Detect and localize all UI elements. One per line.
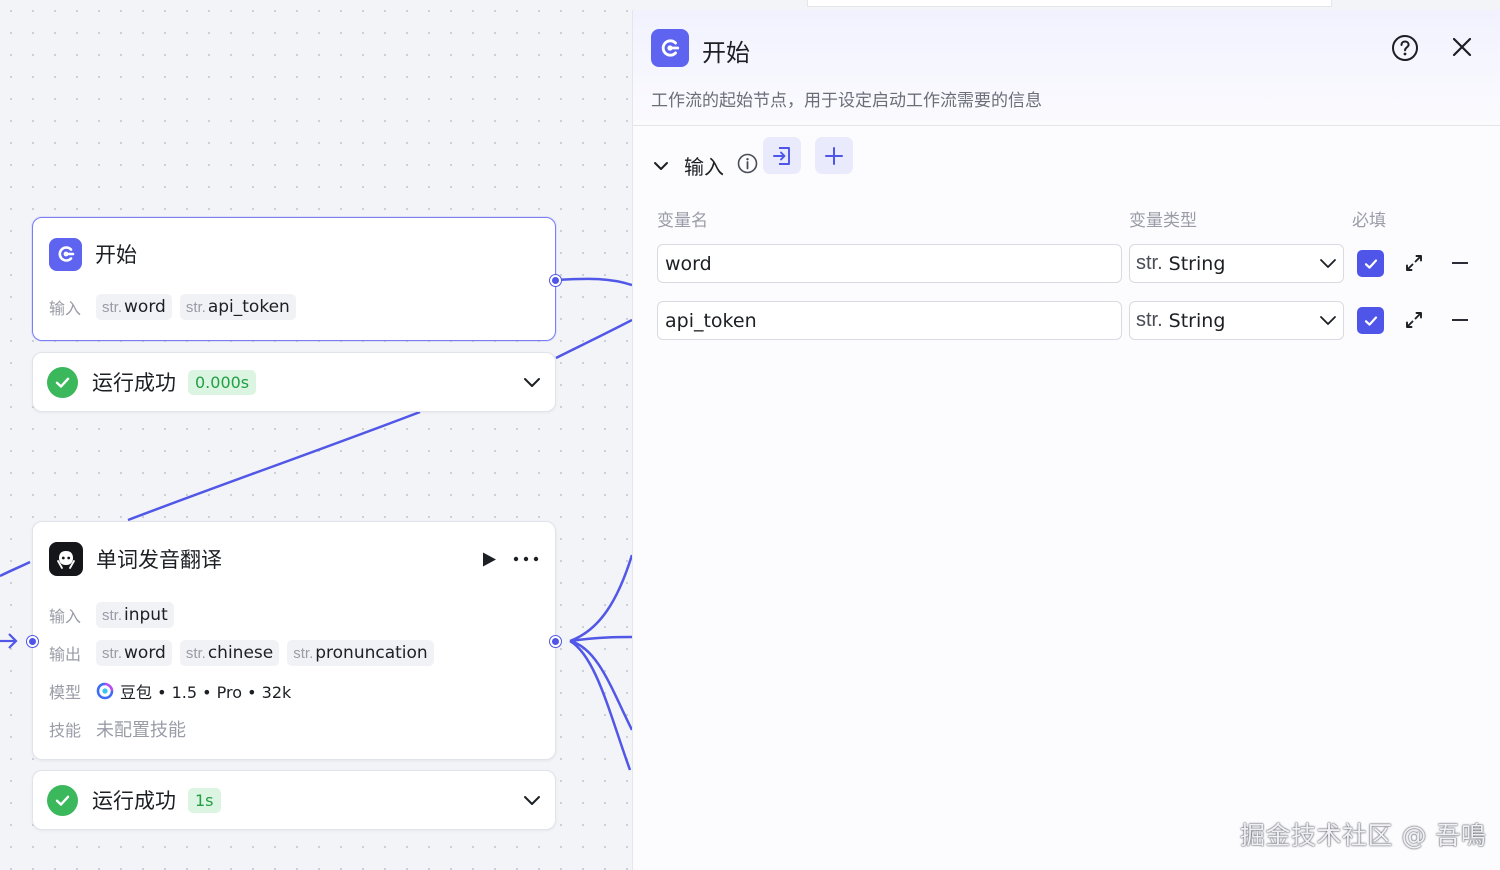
llm-node-inputs: 输入 str.input bbox=[33, 596, 555, 634]
llm-node[interactable]: 单词发音翻译 输入 str.input 输出 str.word str.chin… bbox=[27, 521, 561, 760]
input-label: 输入 bbox=[49, 299, 82, 318]
play-icon[interactable] bbox=[481, 551, 497, 568]
workflow-canvas[interactable]: 开始 输入 str.word str.api_token 运行成功 0.000s… bbox=[0, 0, 632, 870]
start-icon bbox=[651, 29, 689, 67]
chevron-down-icon[interactable] bbox=[523, 795, 541, 806]
node-actions bbox=[481, 551, 539, 568]
skill-label: 技能 bbox=[49, 721, 82, 740]
start-node[interactable]: 开始 输入 str.word str.api_token bbox=[32, 217, 561, 341]
param-chip: str.pronuncation bbox=[287, 640, 434, 666]
remove-icon[interactable] bbox=[1452, 319, 1468, 321]
chevron-down-icon bbox=[1319, 258, 1337, 269]
start-node-title: 开始 bbox=[95, 243, 137, 267]
doubao-logo-icon bbox=[96, 682, 114, 700]
model-label: 模型 bbox=[49, 683, 82, 702]
close-icon[interactable] bbox=[1451, 36, 1473, 62]
start-node-header: 开始 bbox=[33, 218, 555, 290]
success-check-icon bbox=[47, 784, 78, 816]
expand-icon[interactable] bbox=[1404, 253, 1424, 277]
column-variable-type: 变量类型 bbox=[1129, 211, 1197, 231]
panel-header: 开始 工作流的起始节点，用于设定启动工作流需要的信息 bbox=[633, 10, 1500, 126]
param-chip: str.chinese bbox=[179, 640, 280, 666]
bot-icon bbox=[49, 542, 83, 576]
edge-llm-out-2 bbox=[569, 635, 632, 643]
edge-layer bbox=[0, 277, 632, 771]
variable-row: str. String bbox=[633, 301, 1500, 358]
input-label: 输入 bbox=[49, 607, 82, 626]
variable-name-input[interactable] bbox=[657, 244, 1122, 283]
model-name: 豆包 • 1.5 • Pro • 32k bbox=[120, 683, 292, 702]
variable-row: str. String bbox=[633, 244, 1500, 301]
llm-output-port[interactable] bbox=[550, 636, 561, 647]
edge-upper-right bbox=[555, 318, 632, 360]
type-value: String bbox=[1168, 252, 1226, 275]
llm-run-status[interactable]: 运行成功 1s bbox=[32, 770, 556, 830]
remove-icon[interactable] bbox=[1452, 262, 1468, 264]
duration-badge: 0.000s bbox=[188, 369, 257, 395]
required-checkbox[interactable] bbox=[1357, 307, 1384, 334]
llm-node-header: 单词发音翻译 bbox=[33, 522, 555, 596]
success-check-icon bbox=[47, 366, 78, 398]
chevron-down-icon bbox=[1319, 315, 1337, 326]
duration-badge: 1s bbox=[188, 787, 221, 813]
variable-type-select[interactable]: str. String bbox=[1129, 301, 1344, 340]
start-output-port[interactable] bbox=[550, 275, 561, 286]
import-button[interactable] bbox=[763, 137, 801, 174]
column-required: 必填 bbox=[1352, 211, 1386, 231]
info-icon[interactable] bbox=[737, 153, 758, 178]
llm-node-title: 单词发音翻译 bbox=[96, 548, 222, 572]
param-chip: str.api_token bbox=[179, 294, 296, 320]
background-fragment bbox=[807, 0, 1332, 7]
panel-title: 开始 bbox=[702, 39, 750, 67]
required-checkbox[interactable] bbox=[1357, 250, 1384, 277]
help-icon[interactable] bbox=[1391, 34, 1419, 66]
add-variable-button[interactable] bbox=[815, 137, 853, 174]
more-icon[interactable] bbox=[513, 556, 539, 562]
edge-llm-out-4 bbox=[569, 639, 632, 771]
variable-type-select[interactable]: str. String bbox=[1129, 244, 1344, 283]
edge-llm-out-1 bbox=[569, 554, 632, 643]
edge-into-llm-left bbox=[0, 560, 31, 578]
llm-node-outputs: 输出 str.word str.chinese str.pronuncation bbox=[33, 634, 555, 672]
start-run-status[interactable]: 运行成功 0.000s bbox=[32, 352, 556, 412]
status-text: 运行成功 bbox=[92, 789, 176, 813]
input-section-header: 输入 bbox=[633, 126, 1500, 206]
expand-icon[interactable] bbox=[1404, 310, 1424, 334]
edge-start-to-llm bbox=[127, 410, 421, 522]
type-prefix: str. bbox=[1136, 252, 1163, 274]
output-label: 输出 bbox=[49, 645, 82, 664]
skill-value: 未配置技能 bbox=[96, 720, 186, 741]
llm-input-port[interactable] bbox=[27, 636, 38, 647]
edge-start-to-right bbox=[555, 277, 632, 287]
chevron-down-icon[interactable] bbox=[653, 156, 669, 175]
start-node-inputs: 输入 str.word str.api_token bbox=[33, 290, 555, 324]
node-config-panel: 开始 工作流的起始节点，用于设定启动工作流需要的信息 输入 变量名 变量类型 必… bbox=[632, 10, 1500, 870]
status-text: 运行成功 bbox=[92, 371, 176, 395]
type-prefix: str. bbox=[1136, 309, 1163, 331]
param-chip: str.input bbox=[96, 602, 174, 628]
chevron-down-icon[interactable] bbox=[523, 377, 541, 388]
llm-node-skill: 技能 未配置技能 bbox=[33, 710, 555, 748]
edge-llm-out-3 bbox=[569, 639, 632, 731]
param-chip: str.word bbox=[96, 294, 172, 320]
panel-description: 工作流的起始节点，用于设定启动工作流需要的信息 bbox=[651, 91, 1042, 111]
column-variable-name: 变量名 bbox=[657, 211, 708, 231]
variable-name-input[interactable] bbox=[657, 301, 1122, 340]
input-section-title: 输入 bbox=[684, 155, 724, 179]
watermark: 掘金技术社区 @ 吾鳴 bbox=[1240, 821, 1487, 850]
variable-table-header: 变量名 变量类型 必填 bbox=[633, 206, 1500, 244]
incoming-arrow-icon bbox=[0, 633, 18, 649]
type-value: String bbox=[1168, 309, 1226, 332]
panel-top-strip bbox=[632, 0, 1500, 10]
param-chip: str.word bbox=[96, 640, 172, 666]
llm-node-model: 模型 豆包 • 1.5 • Pro • 32k bbox=[33, 672, 555, 710]
start-icon bbox=[49, 237, 82, 271]
